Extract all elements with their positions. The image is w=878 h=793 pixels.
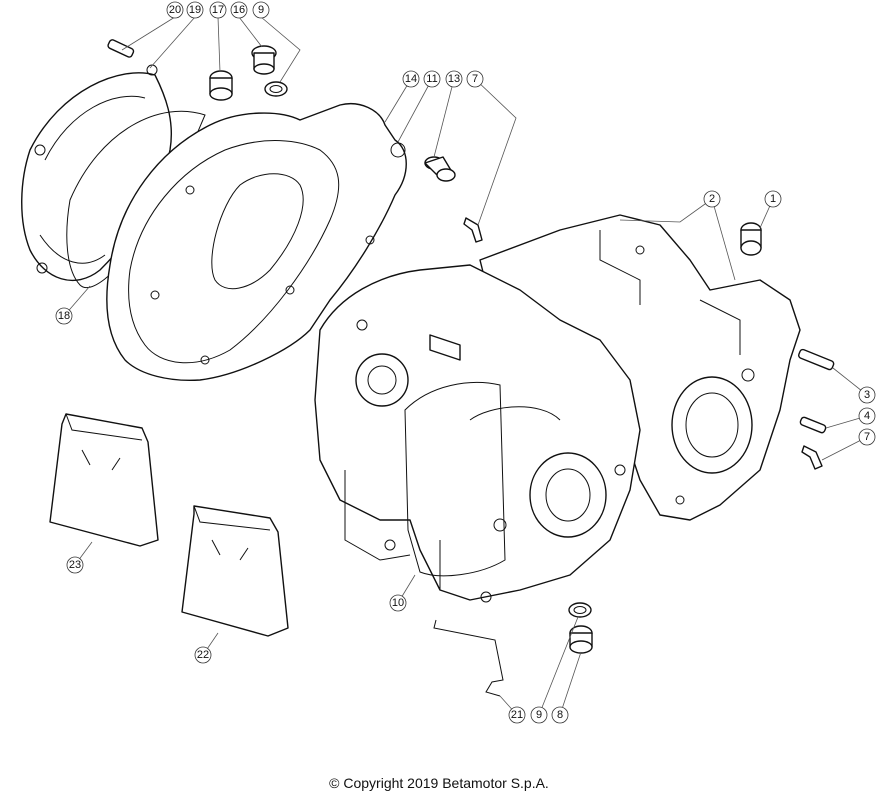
case-bolt — [798, 348, 835, 371]
svg-text:20: 20 — [169, 4, 181, 16]
svg-text:3: 3 — [864, 389, 870, 401]
svg-text:21: 21 — [511, 709, 523, 721]
left-crankcase — [314, 264, 641, 603]
svg-text:14: 14 — [405, 73, 417, 85]
callout-20: 20 — [166, 1, 184, 19]
callout-2: 2 — [703, 190, 721, 208]
svg-text:4: 4 — [864, 410, 870, 422]
callout-9-top: 9 — [252, 1, 270, 19]
svg-text:7: 7 — [864, 431, 870, 443]
svg-text:9: 9 — [536, 709, 542, 721]
callout-19: 19 — [186, 1, 204, 19]
clutch-cover — [106, 103, 407, 382]
cover-screw — [107, 39, 135, 58]
svg-text:16: 16 — [233, 4, 245, 16]
svg-text:18: 18 — [58, 310, 70, 322]
copyright-notice: © Copyright 2019 Betamotor S.p.A. — [329, 775, 549, 791]
parts-bag-22 — [181, 505, 289, 637]
svg-text:10: 10 — [392, 597, 404, 609]
svg-text:1: 1 — [770, 193, 776, 205]
short-bolt — [799, 416, 827, 434]
leader-lines — [63, 16, 868, 716]
elbow-fitting-right — [801, 445, 823, 470]
svg-text:13: 13 — [448, 73, 460, 85]
callout-23: 23 — [66, 556, 84, 574]
callout-16: 16 — [230, 1, 248, 19]
right-crankcase — [479, 214, 801, 521]
callout-9-bottom: 9 — [530, 706, 548, 724]
svg-text:2: 2 — [709, 193, 715, 205]
callout-8: 8 — [551, 706, 569, 724]
svg-text:7: 7 — [472, 73, 478, 85]
callout-10: 10 — [389, 594, 407, 612]
parts-bag-23 — [49, 413, 159, 547]
drain-plug — [569, 625, 593, 654]
callout-14: 14 — [402, 70, 420, 88]
svg-text:11: 11 — [426, 73, 437, 85]
callout-18: 18 — [55, 307, 73, 325]
callout-17: 17 — [209, 1, 227, 19]
drain-washer — [568, 602, 592, 618]
svg-text:23: 23 — [69, 559, 81, 571]
callout-3: 3 — [858, 386, 876, 404]
svg-text:22: 22 — [197, 649, 209, 661]
callout-11: 11 — [423, 70, 441, 88]
dowel-sleeve — [740, 222, 762, 256]
wire-clip — [433, 619, 504, 697]
svg-text:19: 19 — [189, 4, 201, 16]
svg-text:17: 17 — [212, 4, 224, 16]
callout-13: 13 — [445, 70, 463, 88]
callout-7-right: 7 — [858, 428, 876, 446]
callout-21: 21 — [508, 706, 526, 724]
bushing — [424, 156, 456, 182]
svg-text:8: 8 — [557, 709, 563, 721]
filler-plug — [251, 45, 277, 75]
callout-22: 22 — [194, 646, 212, 664]
callout-4: 4 — [858, 407, 876, 425]
inspection-plug — [209, 70, 233, 101]
callout-7-top: 7 — [466, 70, 484, 88]
case-gasket — [404, 381, 506, 577]
seal-washer — [264, 81, 288, 97]
callout-1: 1 — [764, 190, 782, 208]
svg-text:9: 9 — [258, 4, 264, 16]
